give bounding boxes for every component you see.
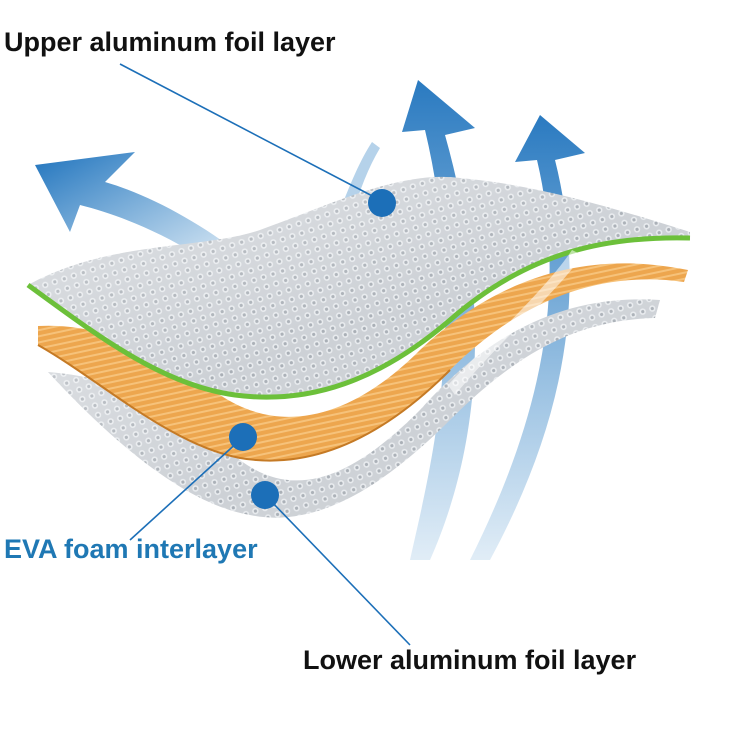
heat-arrow-overlay xyxy=(448,250,582,395)
lower-foil-sheet xyxy=(48,299,660,518)
leader-lines xyxy=(119,63,411,646)
eva-foam-marker-icon xyxy=(229,423,257,451)
lower-foil-label: Lower aluminum foil layer xyxy=(303,645,637,675)
leader-line-lower xyxy=(267,497,411,646)
upper-foil-sheet xyxy=(26,176,691,400)
eva-foam-sheet xyxy=(37,263,688,462)
upper-foil-label: Upper aluminum foil layer xyxy=(4,27,336,57)
upper-foil-marker-icon xyxy=(368,189,396,217)
leader-line-upper xyxy=(119,63,381,201)
eva-foam-label: EVA foam interlayer xyxy=(4,534,258,564)
leader-line-eva xyxy=(129,439,241,541)
heat-arrow-left xyxy=(35,152,250,270)
lower-foil-marker-icon xyxy=(251,481,279,509)
